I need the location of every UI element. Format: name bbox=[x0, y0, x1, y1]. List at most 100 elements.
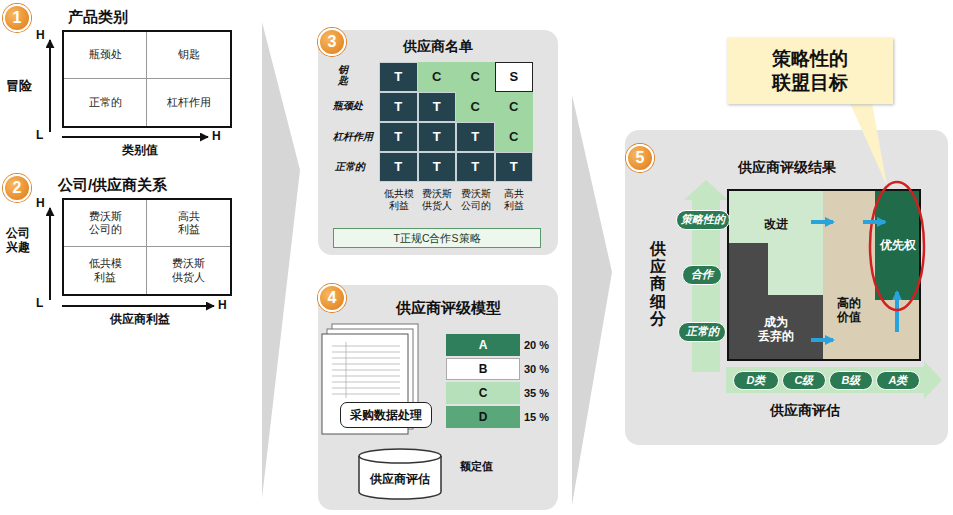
node-text: A类 bbox=[889, 374, 908, 387]
drawing-part bbox=[332, 364, 400, 365]
panel-title: 产品类别 bbox=[68, 8, 128, 26]
row-label: 正常的 bbox=[335, 161, 365, 173]
node-text: 合作 bbox=[691, 268, 713, 281]
axis-end: H bbox=[36, 28, 45, 42]
rating-region: 成为 丢弃的 bbox=[728, 243, 823, 360]
row-label: 瓶颈处 bbox=[333, 100, 363, 112]
matrix-quadrant: 瓶颈处 bbox=[64, 32, 147, 79]
rating-region: 高的 价值 bbox=[823, 190, 875, 360]
node-text: T bbox=[433, 99, 441, 115]
drawing-part bbox=[332, 370, 400, 371]
rating-note: 额定值 bbox=[460, 460, 493, 473]
rating-bar: B bbox=[446, 358, 520, 380]
node-text: 采购数据处理 bbox=[350, 408, 422, 422]
drawing-part bbox=[262, 22, 300, 498]
flow-arrow bbox=[811, 220, 833, 224]
node-text: 改进 bbox=[764, 217, 788, 231]
node-text: T bbox=[394, 99, 402, 115]
node-text: T bbox=[471, 159, 479, 175]
drawing-part bbox=[332, 346, 400, 347]
node-text: 3 bbox=[328, 32, 337, 51]
axis-title: 供应商细分 bbox=[650, 240, 666, 328]
axis-title: 类别值 bbox=[122, 143, 158, 157]
drawing-part bbox=[359, 449, 441, 499]
rating-percent: 35 % bbox=[524, 387, 549, 400]
supplier-cell: C bbox=[456, 62, 495, 92]
supplier-cell: T bbox=[456, 152, 495, 182]
region-shape bbox=[823, 190, 875, 360]
node-text: T bbox=[433, 159, 441, 175]
matrix-box: 公司/供应商关系费沃斯 公司的高共 利益低共模 利益费沃斯 供货人 bbox=[62, 198, 232, 296]
flow-arrow bbox=[811, 338, 833, 342]
matrix-quadrant: 低共模 利益 bbox=[64, 247, 147, 294]
node-text: T正规C合作S策略 bbox=[394, 232, 481, 245]
supplier-cell: T bbox=[495, 152, 534, 182]
rating-percent: 20 % bbox=[524, 339, 549, 352]
axis-title: 冒险 bbox=[6, 78, 32, 94]
node-text: 2 bbox=[13, 178, 22, 197]
node-text: 钥匙 bbox=[178, 48, 200, 61]
node-text: S bbox=[509, 69, 518, 85]
database-cylinder: 供应商评估 bbox=[358, 448, 442, 500]
legend-box: T正规C合作S策略 bbox=[333, 228, 541, 248]
step-number: 1 bbox=[3, 4, 31, 32]
column-label: 费沃斯 公司的 bbox=[461, 188, 491, 212]
row-label: 钥匙 bbox=[338, 64, 348, 86]
drawing-part bbox=[332, 382, 400, 383]
drawing-part bbox=[62, 305, 214, 307]
node-text: C bbox=[471, 69, 480, 85]
region-fill bbox=[728, 243, 823, 360]
node-text: B级 bbox=[842, 374, 861, 387]
axis-end: H bbox=[218, 298, 227, 312]
step-panel: 供应商名单3TCCSTTCCTTTCTTTTT正规C合作S策略 bbox=[318, 30, 558, 255]
drawing-part bbox=[346, 342, 347, 398]
panel-title: 供应商名单 bbox=[403, 38, 473, 55]
node-text: C bbox=[479, 386, 488, 400]
node-text: 策略性的 bbox=[681, 213, 725, 226]
segment-oval: C级 bbox=[782, 371, 826, 390]
supplier-cell: T bbox=[379, 92, 418, 122]
node-text: 正常的 bbox=[686, 325, 719, 338]
drawing-part bbox=[359, 456, 441, 463]
node-text: 5 bbox=[636, 148, 645, 167]
axis-end: H bbox=[212, 129, 221, 143]
axis-title: 供应商评估 bbox=[770, 402, 840, 419]
supplier-cell: T bbox=[379, 122, 418, 152]
column-label: 费沃斯 供货人 bbox=[422, 188, 452, 212]
node-text: 供应商评估 bbox=[370, 472, 430, 486]
axis-end: H bbox=[36, 196, 45, 210]
drawing-part bbox=[895, 292, 899, 332]
step-number: 5 bbox=[626, 144, 654, 172]
node-text: 优先权 bbox=[880, 238, 916, 252]
node-text: T bbox=[394, 129, 402, 145]
node-text: 杠杆作用 bbox=[167, 96, 211, 109]
axis-end: L bbox=[36, 296, 43, 310]
row-label: 杠杆作用 bbox=[333, 131, 373, 143]
node-text: 高共 利益 bbox=[178, 210, 200, 236]
matrix-box: 产品类别瓶颈处钥匙正常的杠杆作用 bbox=[62, 30, 232, 128]
drawing-part bbox=[332, 388, 400, 389]
node-text: T bbox=[433, 129, 441, 145]
rating-percent: 15 % bbox=[524, 411, 549, 424]
drawing-part bbox=[49, 40, 51, 132]
drawing-part bbox=[332, 376, 400, 377]
step-number: 2 bbox=[3, 174, 31, 202]
axis-title: 公司 兴趣 bbox=[6, 226, 30, 255]
region-fill bbox=[823, 190, 875, 360]
node-text: 策略性的 联盟目标 bbox=[772, 47, 848, 95]
node-text: C bbox=[509, 99, 518, 115]
step-number: 3 bbox=[318, 28, 346, 56]
column-label: 低共模 利益 bbox=[384, 188, 414, 212]
flow-arrow bbox=[863, 220, 885, 224]
drawing-part bbox=[870, 182, 924, 310]
drawing-part bbox=[332, 358, 400, 359]
node-text: 高的 价值 bbox=[837, 296, 861, 325]
supplier-cell: T bbox=[379, 62, 418, 92]
segment-oval: 正常的 bbox=[678, 322, 726, 342]
axis-title: 供应商利益 bbox=[110, 312, 170, 326]
node-text: 低共模 利益 bbox=[89, 257, 122, 283]
panel-title: 供应商评级结果 bbox=[738, 159, 836, 176]
step-panel: 供应商评级结果5策略性的合作正常的改进成为 丢弃的高的 价值优先权D类C级B级A… bbox=[625, 130, 948, 445]
matrix-quadrant: 钥匙 bbox=[147, 32, 230, 79]
region-fill bbox=[875, 190, 920, 300]
